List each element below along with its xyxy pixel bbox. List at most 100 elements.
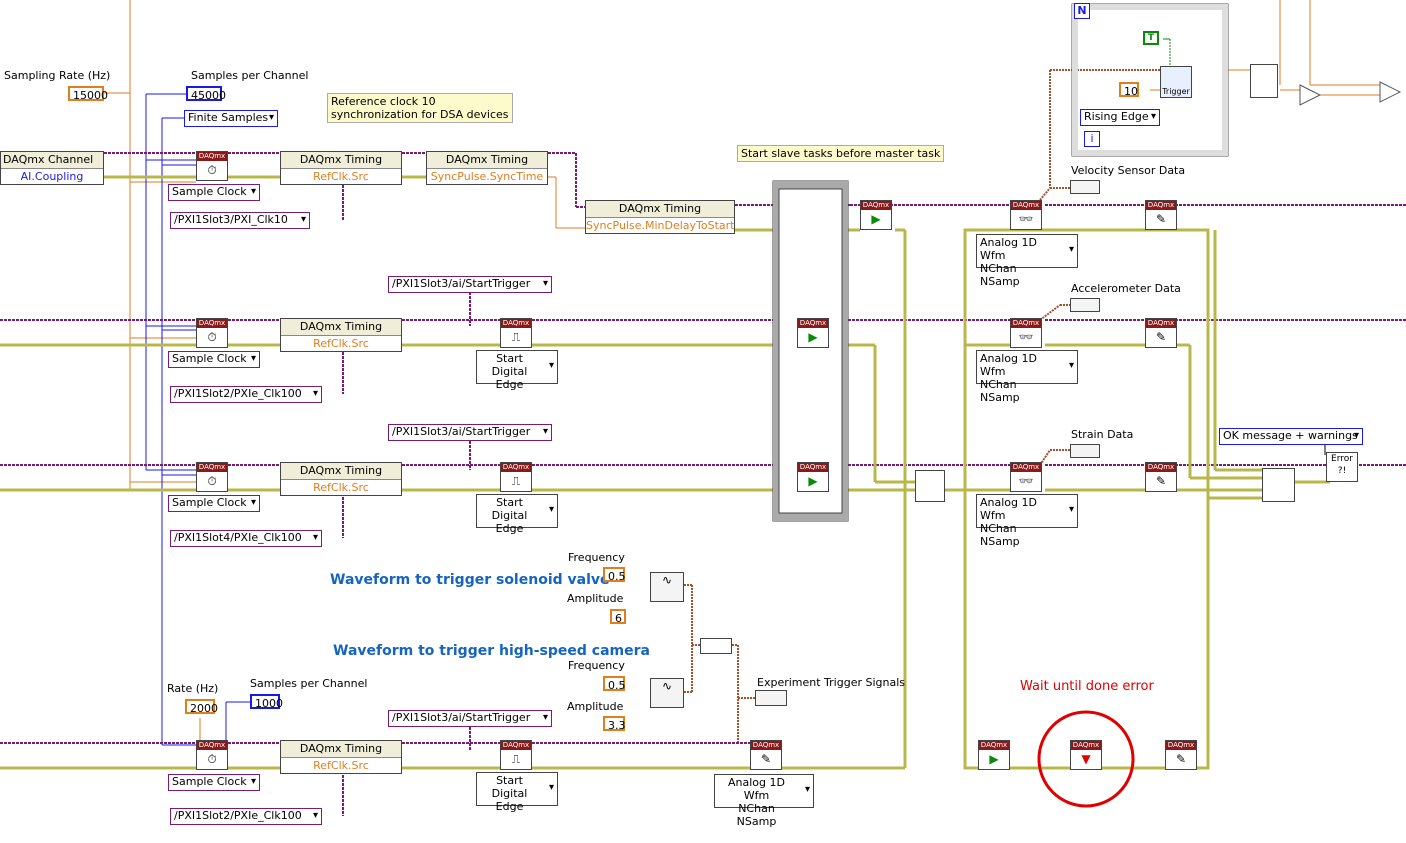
daqmx-clear-vi-3[interactable]: DAQmx✎ xyxy=(1145,462,1177,492)
digital-edge-icon: ⎍ xyxy=(511,474,521,488)
daqmx-timing-node-4[interactable]: DAQmx Timing RefClk.Src xyxy=(280,740,402,774)
waveform-icon: ∿ xyxy=(661,573,673,587)
waveform-icon: ∿ xyxy=(661,679,673,693)
daqmx-trigger-vi-2[interactable]: DAQmx⎍ xyxy=(500,462,532,492)
daqmx-trigger-vi-3[interactable]: DAQmx⎍ xyxy=(500,740,532,770)
merge-errors-node-1[interactable] xyxy=(915,470,945,502)
clock-source-ring-3[interactable]: /PXI1Slot4/PXIe_Clk100 xyxy=(170,530,322,547)
timing-header-3: DAQmx Timing xyxy=(281,463,401,480)
ai-coupling-property: AI.Coupling xyxy=(20,170,84,183)
loop-count-terminal[interactable]: N xyxy=(1074,3,1090,19)
daqmx-timing-node-1[interactable]: DAQmx Timing RefClk.Src xyxy=(280,151,402,185)
loop-count-constant[interactable]: 10 xyxy=(1119,82,1139,98)
timing-header-sync: DAQmx Timing xyxy=(427,152,547,169)
velocity-label: Velocity Sensor Data xyxy=(1071,164,1186,177)
clock-source-ring-2[interactable]: /PXI1Slot2/PXIe_Clk100 xyxy=(170,386,322,403)
accelerometer-indicator xyxy=(1070,298,1100,312)
start-trigger-ring-1[interactable]: /PXI1Slot3/ai/StartTrigger xyxy=(388,276,552,293)
daqmx-start-vi-4[interactable]: DAQmx▶ xyxy=(978,740,1010,770)
start-trigger-ring-3[interactable]: /PXI1Slot3/ai/StartTrigger xyxy=(388,710,552,727)
frequency-label-1: Frequency xyxy=(568,551,625,564)
frequency-constant-2[interactable]: 0.5 xyxy=(603,676,626,692)
experiment-trigger-label: Experiment Trigger Signals xyxy=(757,676,906,689)
daqmx-timing-node-3[interactable]: DAQmx Timing RefClk.Src xyxy=(280,462,402,496)
experiment-trigger-indicator xyxy=(755,690,787,706)
daqmx-channel-header: DAQmx Channel xyxy=(1,152,103,169)
daqmx-timing-node-mindelay[interactable]: DAQmx Timing SyncPulse.MinDelayToStart xyxy=(585,200,735,234)
wait-until-done-error-annotation: Wait until done error xyxy=(1020,679,1154,694)
velocity-indicator xyxy=(1070,180,1100,194)
daqmx-clear-vi-1[interactable]: DAQmx✎ xyxy=(1145,200,1177,230)
daqmx-clear-vi-4[interactable]: DAQmx✎ xyxy=(1165,740,1197,770)
daqmx-timing-vi-1[interactable]: DAQmx⏱ xyxy=(196,151,228,181)
daqmx-timing-vi-2[interactable]: DAQmx⏱ xyxy=(196,318,228,348)
unbundle-node[interactable] xyxy=(1250,64,1278,98)
daqmx-wait-until-done-vi[interactable]: DAQmx▼ xyxy=(1070,740,1102,770)
waveform-generator-1[interactable]: ∿ xyxy=(650,572,684,602)
samples-constant-2[interactable]: 1000 xyxy=(250,694,283,710)
daqmx-write-vi[interactable]: DAQmx✎ xyxy=(750,740,782,770)
daqmx-read-vi-1[interactable]: DAQmx👓 xyxy=(1010,200,1042,230)
frequency-constant-1[interactable]: 0.5 xyxy=(603,567,626,583)
sampling-rate-label: Sampling Rate (Hz) xyxy=(4,69,111,82)
build-array-node[interactable] xyxy=(700,638,732,654)
clock-source-ring-4[interactable]: /PXI1Slot2/PXIe_Clk100 xyxy=(170,808,322,825)
daqmx-trigger-vi-1[interactable]: DAQmx⎍ xyxy=(500,318,532,348)
reference-clock-note: Reference clock 10 synchronization for D… xyxy=(327,93,513,123)
trigger-detection-vi[interactable]: Trigger xyxy=(1160,66,1192,98)
amplitude-constant-1[interactable]: 6 xyxy=(610,609,626,625)
daqmx-clear-vi-2[interactable]: DAQmx✎ xyxy=(1145,318,1177,348)
daqmx-start-vi-3[interactable]: DAQmx▶ xyxy=(797,462,829,492)
samples-per-channel-constant[interactable]: 45000 xyxy=(186,86,226,102)
sample-clock-ring-2[interactable]: Sample Clock xyxy=(168,351,260,368)
finite-samples-ring[interactable]: Finite Samples xyxy=(184,110,278,127)
refclk-property-2: RefClk.Src xyxy=(313,337,369,350)
daqmx-channel-property-node[interactable]: DAQmx Channel AI.Coupling xyxy=(0,151,104,185)
clock-source-ring-1[interactable]: /PXI1Slot3/PXI_Clk10 xyxy=(170,212,310,229)
error-dialog-options-ring[interactable]: OK message + warnings xyxy=(1219,428,1363,445)
loop-iteration-terminal: i xyxy=(1084,131,1100,147)
daqmx-timing-node-sync[interactable]: DAQmx Timing SyncPulse.SyncTime xyxy=(426,151,548,185)
daqmx-start-vi-2[interactable]: DAQmx▶ xyxy=(797,318,829,348)
simple-error-handler[interactable]: Error ?! xyxy=(1326,452,1358,482)
trigger-label: Trigger xyxy=(1162,87,1190,96)
refclk-property-3: RefClk.Src xyxy=(313,481,369,494)
rate-constant[interactable]: 2000 xyxy=(185,699,218,715)
rising-edge-ring[interactable]: Rising Edge xyxy=(1080,109,1160,126)
refclk-property-4: RefClk.Src xyxy=(313,759,369,772)
pencil-icon: ✎ xyxy=(760,752,772,766)
sample-clock-ring-1[interactable]: Sample Clock xyxy=(168,184,260,201)
waveform-generator-2[interactable]: ∿ xyxy=(650,678,684,708)
clock-icon: ⏱ xyxy=(207,752,217,766)
daqmx-timing-vi-4[interactable]: DAQmx⏱ xyxy=(196,740,228,770)
amplitude-label-1: Amplitude xyxy=(567,592,624,605)
sample-clock-ring-3[interactable]: Sample Clock xyxy=(168,495,260,512)
glasses-icon: 👓 xyxy=(1018,330,1034,344)
daqmx-start-vi-1[interactable]: DAQmx▶ xyxy=(860,200,892,230)
samples-per-channel-label-2: Samples per Channel xyxy=(250,677,368,690)
start-trigger-ring-2[interactable]: /PXI1Slot3/ai/StartTrigger xyxy=(388,424,552,441)
eraser-icon: ✎ xyxy=(1155,474,1167,488)
daqmx-timing-vi-3[interactable]: DAQmx⏱ xyxy=(196,462,228,492)
merge-errors-node-2[interactable] xyxy=(1262,468,1295,502)
daqmx-timing-node-2[interactable]: DAQmx Timing RefClk.Src xyxy=(280,318,402,352)
daqmx-read-vi-3[interactable]: DAQmx👓 xyxy=(1010,462,1042,492)
sampling-rate-constant[interactable]: 15000 xyxy=(68,86,108,102)
sample-clock-ring-4[interactable]: Sample Clock xyxy=(168,774,260,791)
glasses-icon: 👓 xyxy=(1018,474,1034,488)
eraser-icon: ✎ xyxy=(1155,212,1167,226)
daqmx-read-vi-2[interactable]: DAQmx👓 xyxy=(1010,318,1042,348)
boolean-true-constant[interactable]: T xyxy=(1143,31,1159,45)
clock-icon: ⏱ xyxy=(207,330,217,344)
digital-edge-icon: ⎍ xyxy=(511,330,521,344)
amplitude-constant-2[interactable]: 3.3 xyxy=(603,716,626,732)
digital-edge-icon: ⎍ xyxy=(511,752,521,766)
samples-per-channel-label: Samples per Channel xyxy=(191,69,309,82)
